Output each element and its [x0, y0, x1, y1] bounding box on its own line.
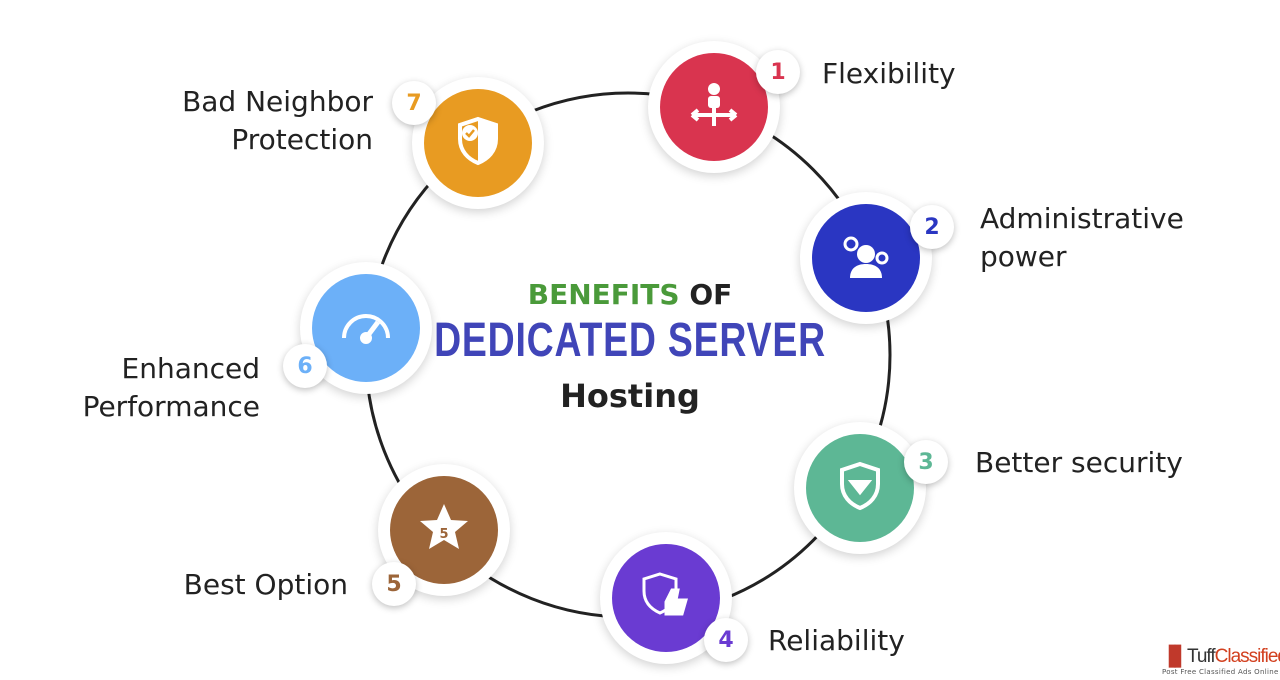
user-gears-icon — [836, 226, 896, 290]
person-arrows-icon — [684, 75, 744, 139]
benefit-node-3 — [794, 422, 926, 554]
number-badge: 1 — [756, 50, 800, 94]
speedometer-icon — [334, 294, 398, 362]
title-sub: Hosting — [560, 377, 700, 415]
label-line: Better security — [975, 446, 1183, 479]
logo-brand-b: Classified — [1214, 646, 1280, 667]
label-line: Flexibility — [822, 57, 956, 90]
label-line: Performance — [82, 390, 260, 423]
label-line: Administrative — [980, 202, 1184, 235]
title-benefits: BENEFITS — [527, 278, 680, 311]
benefit-label: Administrative power — [980, 200, 1184, 276]
benefit-disc — [660, 53, 768, 161]
shield-check-icon — [448, 111, 508, 175]
benefit-disc — [812, 204, 920, 312]
label-line: Bad Neighbor — [182, 85, 373, 118]
benefit-disc — [312, 274, 420, 382]
logo-brand-a: Tuff — [1186, 646, 1216, 667]
benefit-node-7 — [412, 77, 544, 209]
label-line: Enhanced — [121, 352, 260, 385]
benefit-label: Better security — [975, 444, 1183, 482]
number-badge: 7 — [392, 81, 436, 125]
shield-thumbs-up-icon — [636, 566, 696, 630]
tuffclassified-logo: ▐▌TuffClassified Post Free Classified Ad… — [1162, 646, 1280, 677]
benefit-disc — [424, 89, 532, 197]
logo-name: ▐▌TuffClassified — [1162, 646, 1280, 668]
title-main: DEDICATED SERVER — [434, 314, 826, 367]
benefit-label: Best Option — [184, 566, 348, 604]
number-badge: 3 — [904, 440, 948, 484]
benefit-label: Reliability — [768, 622, 905, 660]
number-badge: 4 — [704, 618, 748, 662]
benefit-node-1 — [648, 41, 780, 173]
benefit-disc — [806, 434, 914, 542]
logo-tagline: Post Free Classified Ads Online — [1162, 668, 1279, 676]
benefit-label: Flexibility — [822, 55, 956, 93]
number-badge: 2 — [910, 205, 954, 249]
title-line-1: BENEFITS OF — [420, 278, 840, 312]
benefit-disc — [612, 544, 720, 652]
label-line: power — [980, 240, 1067, 273]
number-badge: 6 — [283, 344, 327, 388]
title-of: OF — [689, 278, 733, 311]
label-line: Reliability — [768, 624, 905, 657]
benefit-disc: 5 — [390, 476, 498, 584]
star-number: 5 — [439, 527, 448, 542]
label-line: Protection — [231, 123, 373, 156]
benefit-node-2 — [800, 192, 932, 324]
shield-icon — [830, 456, 890, 520]
label-line: Best Option — [183, 568, 348, 601]
logo-bars-icon: ▐▌ — [1162, 646, 1188, 667]
star-icon: 5 — [414, 498, 474, 562]
number-badge: 5 — [372, 562, 416, 606]
